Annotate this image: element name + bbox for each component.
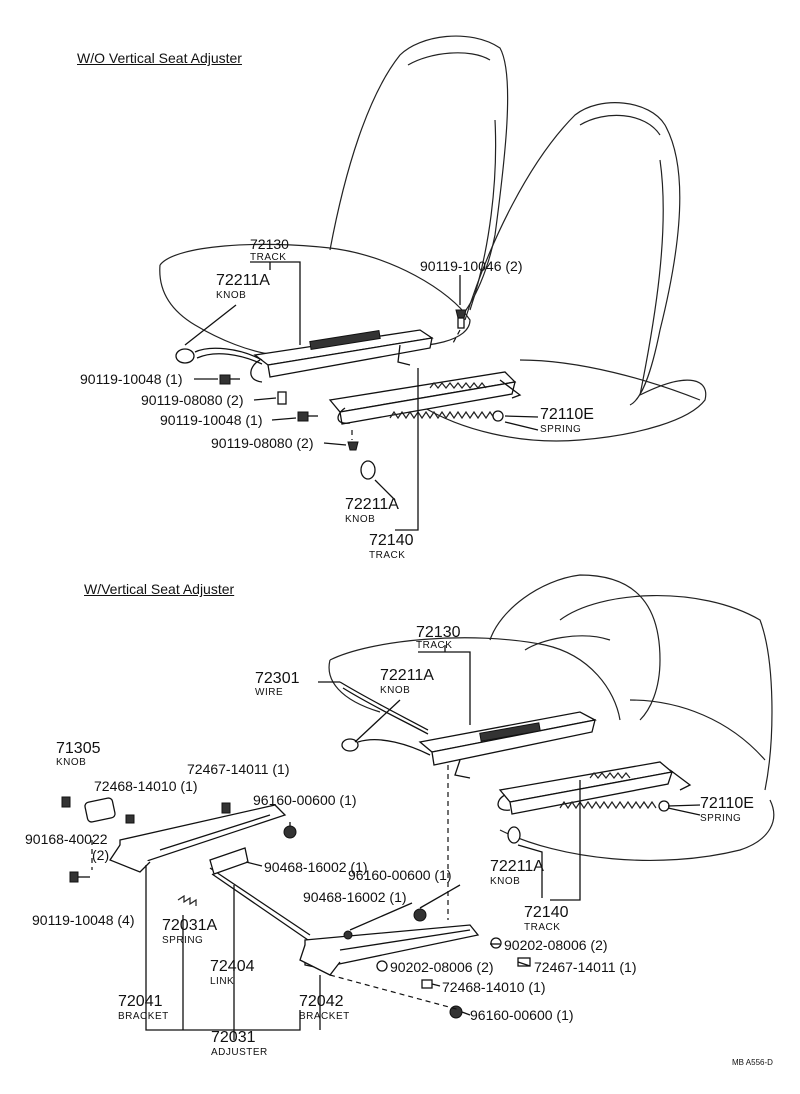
bottom-label-72301-num: 72301 bbox=[255, 670, 300, 687]
top-label-72130-name: TRACK bbox=[250, 252, 287, 263]
bottom-label-71305-name: KNOB bbox=[56, 757, 87, 768]
bottom-label-72404-name: LINK bbox=[210, 976, 235, 987]
bottom-label-90168-qty: (2) bbox=[92, 847, 110, 863]
top-spring-graphic bbox=[389, 382, 504, 422]
bottom-label-72467-b: 72467-14011 (1) bbox=[534, 959, 637, 975]
bottom-label-72467-a: 72467-14011 (1) bbox=[187, 761, 290, 777]
bottom-label-72031-num: 72031 bbox=[211, 1029, 256, 1046]
top-label-72211a-name: KNOB bbox=[216, 290, 247, 301]
top-track-72130-graphic bbox=[250, 329, 434, 383]
bottom-label-96160-a: 96160-00600 (1) bbox=[253, 792, 357, 808]
bottom-label-72211a-b-num: 72211A bbox=[490, 858, 544, 875]
bottom-label-72211a-num: 72211A bbox=[380, 667, 434, 684]
top-label-90119-08080-a: 90119-08080 (2) bbox=[141, 392, 244, 408]
bottom-label-72130-name: TRACK bbox=[416, 640, 453, 651]
bottom-track-72130-graphic bbox=[418, 711, 597, 779]
top-label-72130-num: 72130 bbox=[250, 236, 289, 252]
bottom-label-72468-b: 72468-14010 (1) bbox=[442, 979, 546, 995]
bottom-label-90468-a: 90468-16002 (1) bbox=[264, 859, 368, 875]
bottom-label-72404-num: 72404 bbox=[210, 958, 255, 975]
bottom-label-72031-name: ADJUSTER bbox=[211, 1047, 268, 1058]
bottom-link-72404-graphic bbox=[177, 847, 311, 941]
bottom-label-72042-num: 72042 bbox=[299, 993, 344, 1010]
bottom-label-90202-a: 90202-08006 (2) bbox=[504, 937, 608, 953]
bottom-label-72031a-num: 72031A bbox=[162, 917, 218, 934]
bottom-label-71305-num: 71305 bbox=[56, 740, 101, 757]
bottom-track-72140-graphic bbox=[497, 761, 692, 815]
top-seat-outline bbox=[159, 35, 707, 442]
bottom-label-90168: 90168-40022 bbox=[25, 831, 108, 847]
bottom-label-90119-10048: 90119-10048 (4) bbox=[32, 912, 135, 928]
bottom-leader-lines bbox=[145, 645, 701, 1040]
top-leader-lines bbox=[184, 261, 539, 531]
top-label-72140-num: 72140 bbox=[369, 532, 414, 549]
bottom-label-72031a-name: SPRING bbox=[162, 935, 204, 946]
bottom-label-72042-name: BRACKET bbox=[299, 1011, 350, 1022]
bottom-label-96160-c: 96160-00600 (1) bbox=[470, 1007, 574, 1023]
bottom-label-72110e-name: SPRING bbox=[700, 813, 742, 824]
top-label-72110e-name: SPRING bbox=[540, 424, 582, 435]
bottom-label-72211a-name: KNOB bbox=[380, 685, 411, 696]
top-label-72140-name: TRACK bbox=[369, 550, 406, 561]
top-track-72140-graphic bbox=[328, 371, 522, 425]
bottom-knob-71305-graphic bbox=[61, 796, 297, 883]
bottom-label-72301-name: WIRE bbox=[255, 687, 284, 698]
top-label-90119-10048-a: 90119-10048 (1) bbox=[80, 371, 183, 387]
bottom-label-90468-b: 90468-16002 (1) bbox=[303, 889, 407, 905]
bottom-label-72140-name: TRACK bbox=[524, 922, 561, 933]
bottom-bracket-72042-graphic bbox=[299, 908, 531, 1019]
bottom-seat-outline bbox=[328, 574, 775, 861]
bottom-label-72211a-b-name: KNOB bbox=[490, 876, 521, 887]
top-label-72211a-b-name: KNOB bbox=[345, 514, 376, 525]
bottom-label-72140-num: 72140 bbox=[524, 904, 569, 921]
bottom-label-90202-b: 90202-08006 (2) bbox=[390, 959, 494, 975]
section-title-top: W/O Vertical Seat Adjuster bbox=[77, 50, 242, 66]
top-fasteners bbox=[219, 309, 467, 480]
top-label-90119-10046: 90119-10046 (2) bbox=[420, 258, 523, 274]
top-label-90119-10048-b: 90119-10048 (1) bbox=[160, 412, 263, 428]
bottom-label-72041-name: BRACKET bbox=[118, 1011, 169, 1022]
top-label-72211a-num: 72211A bbox=[216, 272, 270, 289]
figure-code: MB A556-D bbox=[732, 1058, 773, 1067]
bottom-label-72468-a: 72468-14010 (1) bbox=[94, 778, 198, 794]
top-label-72110e-num: 72110E bbox=[540, 406, 594, 423]
top-knob-lever bbox=[175, 347, 263, 365]
bottom-label-96160-b: 96160-00600 (1) bbox=[348, 867, 452, 883]
top-label-90119-08080-b: 90119-08080 (2) bbox=[211, 435, 314, 451]
bottom-label-72041-num: 72041 bbox=[118, 993, 163, 1010]
bottom-dashed-guides bbox=[91, 765, 461, 1011]
top-label-72211a-b-num: 72211A bbox=[345, 496, 399, 513]
bottom-label-72110e-num: 72110E bbox=[700, 795, 754, 812]
section-title-bottom: W/Vertical Seat Adjuster bbox=[84, 581, 235, 597]
bottom-bracket-72041-graphic bbox=[109, 804, 287, 873]
bottom-label-72130-num: 72130 bbox=[416, 624, 461, 641]
